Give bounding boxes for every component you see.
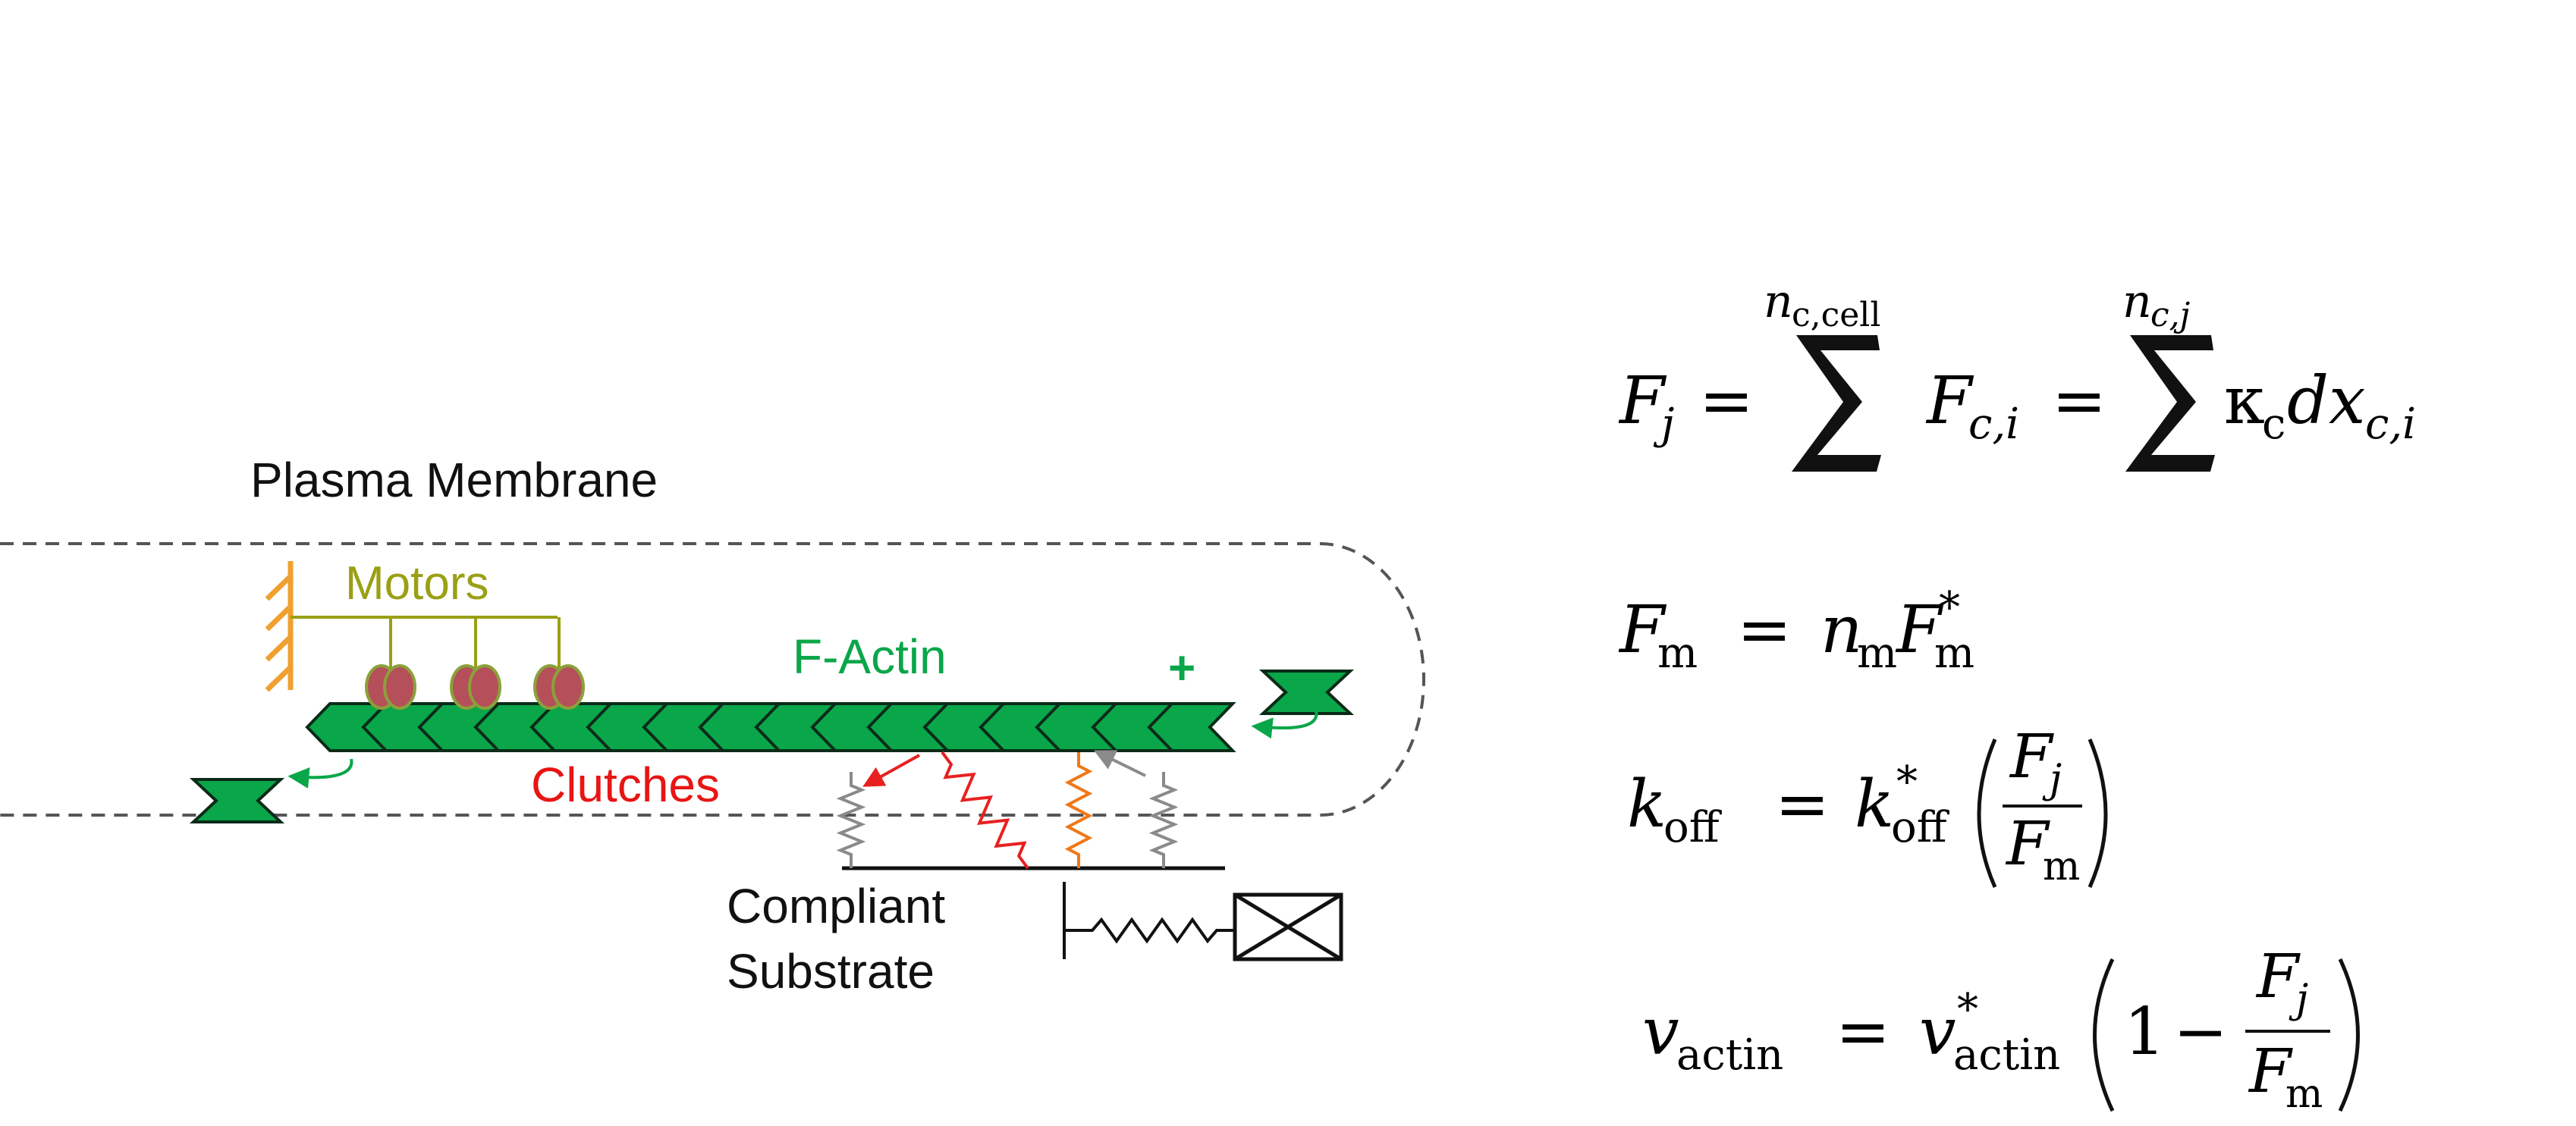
equation-traction-force: F j = n c,cell F c,i = n c,j κ c dx c,i: [1618, 275, 2416, 472]
clutches-label: Clutches: [531, 757, 720, 812]
actin-subunit-chevron: [1035, 702, 1061, 752]
eq2-F2: F: [1895, 592, 1944, 668]
actin-subunit-chevron: [754, 702, 781, 752]
clutch-unbinding-arrow: [862, 754, 920, 787]
eq3-num-F: F: [2009, 721, 2054, 792]
eq1-kappa-sub: c: [2262, 400, 2285, 449]
equation-actin-velocity: v actin = v actin * 1 − F j F m: [1642, 941, 2360, 1117]
eq1-dx: dx: [2287, 363, 2366, 439]
eq4-v2-sup: *: [1957, 985, 1978, 1034]
eq4-v2: v: [1919, 994, 1956, 1070]
eq3-k2-sup: *: [1896, 757, 1918, 807]
eq2-F2-sub: m: [1934, 629, 1974, 678]
motor-head: [533, 664, 585, 710]
actin-subunit-chevron: [1147, 702, 1173, 752]
eq4-minus: −: [2173, 994, 2228, 1070]
actin-subunit-chevron: [698, 702, 724, 752]
myosin-motors: [365, 664, 585, 710]
eq3-k2-sub: off: [1891, 803, 1950, 852]
eq1-equals: =: [1699, 363, 1754, 439]
plus-end-label: +: [1168, 642, 1195, 695]
clutch-spring-ruptured: [941, 751, 1029, 870]
eq3-den-sub: m: [2043, 844, 2080, 889]
actin-subunit-chevron: [642, 702, 668, 752]
eq1-dx-sub: c,i: [2365, 400, 2416, 449]
motor-head: [365, 664, 416, 710]
depolymerization-arrow: [287, 758, 353, 789]
actin-subunit-chevron: [586, 702, 612, 752]
actin-subunit-chevron: [810, 702, 837, 752]
eq4-v: v: [1642, 994, 1679, 1070]
actin-subunit-chevron: [922, 702, 949, 752]
eq1-sum-symbol-1: [1792, 335, 1881, 472]
clutch-spring-unbound: [836, 772, 866, 868]
eq2-F2-sup: *: [1939, 583, 1960, 632]
eq1-lhs-F: F: [1618, 363, 1667, 439]
actin-filament-body: [305, 702, 1236, 752]
eq4-left-paren: [2093, 958, 2115, 1112]
eq1-kappa: κ: [2224, 363, 2265, 439]
motor-linkage-lines: [291, 616, 561, 671]
actin-filament: [305, 702, 1236, 752]
eq4-one: 1: [2124, 994, 2166, 1070]
eq4-den-F: F: [2248, 1036, 2293, 1106]
polymerization-arrow: [1251, 710, 1318, 739]
plasma-membrane-outline: [0, 542, 1425, 817]
eq2-equals: =: [1737, 592, 1792, 668]
eq3-den-F: F: [2005, 808, 2050, 879]
eq1-sum2-upper: n: [2122, 275, 2152, 328]
eq1-sum1-upper: n: [1764, 275, 1793, 328]
actin-subunit-chevron: [1091, 702, 1117, 752]
actin-subunit-chevron: [979, 702, 1005, 752]
eq3-k: k: [1627, 767, 1667, 842]
eq2-F: F: [1618, 592, 1667, 668]
clutch-binding-arrow: [1093, 750, 1146, 777]
eq1-sum-symbol-2: [2125, 335, 2215, 472]
eq4-equals: =: [1836, 994, 1890, 1070]
eq4-v-sub: actin: [1676, 1030, 1783, 1080]
eq4-num-F: F: [2255, 941, 2301, 1012]
eq3-k2: k: [1855, 767, 1894, 842]
eq3-equals: =: [1775, 767, 1830, 842]
plasma-membrane-label: Plasma Membrane: [250, 453, 658, 507]
eq3-left-paren: [1977, 739, 1997, 889]
eq4-right-paren: [2338, 958, 2360, 1112]
eq1-term1: F: [1925, 363, 1974, 439]
compliant-label: Compliant: [727, 879, 945, 933]
eq2-n-sub: m: [1857, 629, 1897, 678]
eq3-right-paren: [2088, 739, 2108, 889]
actin-subunit-chevron: [361, 702, 388, 752]
motor-anchor-icon: [265, 561, 294, 692]
fixed-wall-icon: [1233, 892, 1343, 961]
actin-monomer-incoming: [1258, 670, 1355, 715]
motors-label: Motors: [345, 557, 488, 610]
actin-subunit-chevron: [866, 702, 893, 752]
eq4-den-sub: m: [2285, 1071, 2323, 1117]
eq3-k-sub: off: [1663, 803, 1723, 852]
actin-subunit-chevron: [529, 702, 556, 752]
actin-monomer-departing: [189, 778, 285, 823]
substrate-label: Substrate: [727, 944, 935, 999]
actin-subunit-chevron: [473, 702, 500, 752]
eq1-sum2-upper-sub: c,j: [2150, 296, 2190, 334]
clutch-spring-engaged: [1064, 752, 1093, 868]
actin-subunit-chevron: [417, 702, 444, 752]
clutch-springs: [836, 751, 1179, 870]
eq1-term1-sub: c,i: [1968, 400, 2019, 449]
eq1-equals-2: =: [2052, 363, 2106, 439]
eq4-v2-sub: actin: [1953, 1030, 2060, 1080]
equation-off-rate: k off = k off * F j F m: [1627, 721, 2108, 889]
substrate-spring: [1063, 882, 1235, 959]
f-actin-label: F-Actin: [793, 629, 947, 684]
eq2-F-sub: m: [1657, 629, 1698, 678]
clutch-spring-unbound: [1148, 772, 1179, 868]
motor-head: [450, 664, 501, 710]
eq2-n: n: [1820, 592, 1862, 668]
equation-motor-force: F m = n m F m *: [1618, 583, 1974, 678]
eq1-sum1-upper-sub: c,cell: [1792, 296, 1880, 334]
